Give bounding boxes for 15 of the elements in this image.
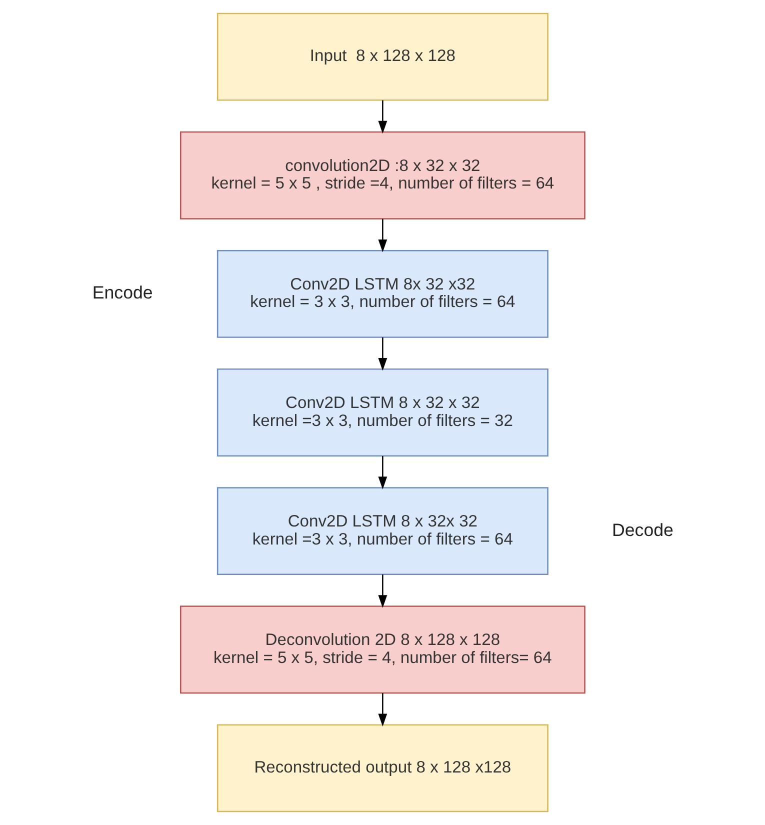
node-box: Deconvolution 2D 8 x 128 x 128 kernel = 5 x 5, stride = 4, number of filters= 64 — [179, 606, 585, 694]
arrow — [378, 693, 387, 726]
node-box: convolution2D :8 x 32 x 32 kernel = 5 x 5 , stride =4, number of filters = 64 — [179, 131, 585, 220]
node-box: Conv2D LSTM 8 x 32 x 32 kernel =3 x 3, number of filters = 32 — [216, 368, 548, 456]
arrow — [378, 218, 387, 252]
label: Decode — [612, 520, 673, 540]
arrow — [378, 337, 387, 371]
node-box: Input 8 x 128 x 128 — [216, 12, 548, 101]
label: Encode — [92, 282, 152, 303]
node-box: Reconstructed output 8 x 128 x128 — [216, 724, 548, 812]
arrow — [378, 574, 387, 608]
arrow — [378, 456, 387, 490]
arrow — [378, 100, 387, 134]
node-box: Conv2D LSTM 8x 32 x32 kernel = 3 x 3, number of filters = 64 — [216, 250, 548, 338]
node-box: Conv2D LSTM 8 x 32x 32 kernel =3 x 3, number of filters = 64 — [216, 487, 548, 576]
